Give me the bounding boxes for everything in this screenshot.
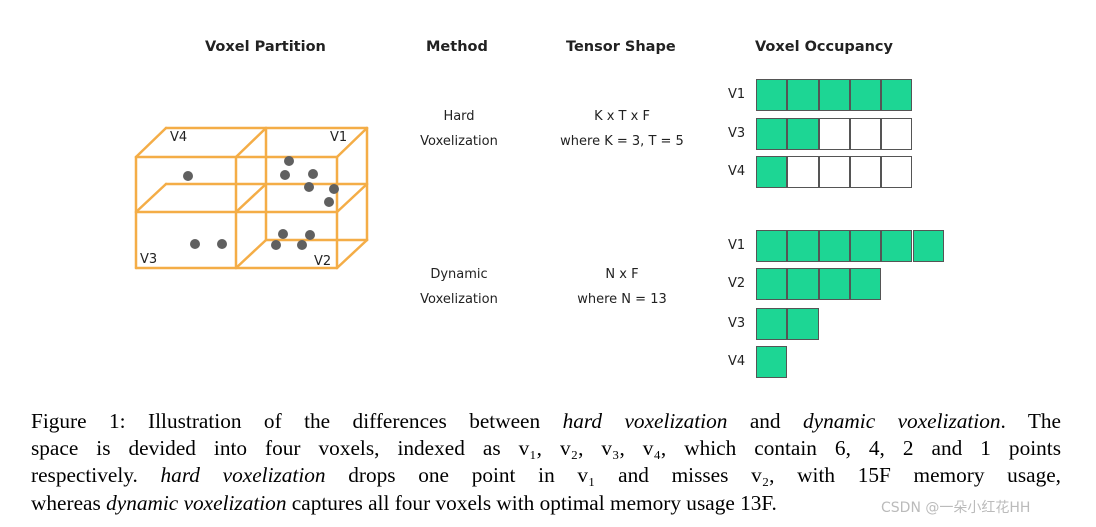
point-dot — [324, 197, 334, 207]
dynamic-cell-filled — [756, 230, 788, 262]
point-dot — [308, 169, 318, 179]
point-dot — [329, 184, 339, 194]
dynamic-cell-filled — [787, 230, 819, 262]
dynamic-shape-label: N x F where N = 13 — [552, 262, 692, 312]
figure-caption: Figure 1: Illustration of the difference… — [31, 408, 1061, 517]
cube-edge — [134, 182, 168, 214]
caption-line-4: whereas dynamic voxelization captures al… — [31, 490, 777, 515]
cube-label-v1: V1 — [330, 130, 348, 145]
caption-line-2: space is devided into four voxels, index… — [31, 436, 1061, 461]
dynamic-cell-filled — [756, 268, 788, 300]
header-voxel-occupancy: Voxel Occupancy — [755, 39, 893, 55]
dynamic-method-line2: Voxelization — [420, 292, 498, 307]
cube-edge — [134, 126, 168, 159]
voxel-cube-edges — [134, 126, 369, 270]
caption-line-1: Figure 1: Illustration of the difference… — [31, 409, 1061, 433]
hard-shape-label: K x T x F where K = 3, T = 5 — [552, 104, 692, 154]
hard-cell-filled — [756, 118, 788, 150]
dynamic-row-label: V3 — [728, 316, 746, 331]
dynamic-cell-filled — [849, 230, 882, 262]
dynamic-shape-line2: where N = 13 — [577, 292, 667, 307]
dynamic-cell-filled — [912, 230, 944, 262]
caption-line-3: respectively. hard voxelization drops on… — [31, 463, 1061, 488]
hard-cell-empty — [787, 156, 819, 188]
hard-cell-empty — [849, 156, 882, 188]
hard-method-label: Hard Voxelization — [410, 104, 508, 154]
hard-row-label: V1 — [728, 87, 746, 102]
dynamic-cell-filled — [818, 230, 850, 262]
hard-method-line1: Hard — [443, 109, 475, 124]
point-dot — [271, 240, 281, 250]
hard-cell-empty — [881, 156, 913, 188]
hard-cell-filled — [849, 79, 882, 111]
hard-cell-filled — [787, 79, 819, 111]
header-tensor-shape: Tensor Shape — [566, 39, 676, 55]
hard-cell-filled — [756, 79, 788, 111]
cube-edge — [335, 182, 369, 214]
point-dot — [217, 239, 227, 249]
dynamic-cell-filled — [818, 268, 850, 300]
dynamic-cell-filled — [756, 346, 788, 378]
hard-cell-filled — [818, 79, 850, 111]
dynamic-row-label: V1 — [728, 238, 746, 253]
dynamic-cell-filled — [787, 268, 819, 300]
hard-shape-line2: where K = 3, T = 5 — [560, 134, 684, 149]
cube-label-v2: V2 — [314, 254, 332, 269]
hard-shape-line1: K x T x F — [594, 109, 650, 124]
cube-label-v4: V4 — [170, 130, 188, 145]
hard-cell-filled — [787, 118, 819, 150]
hard-cell-filled — [881, 79, 913, 111]
point-dot — [280, 170, 290, 180]
hard-method-line2: Voxelization — [420, 134, 498, 149]
cube-edge — [234, 126, 268, 159]
cube-edge — [234, 182, 268, 214]
cube-edge — [335, 126, 369, 159]
dynamic-row-label: V2 — [728, 276, 746, 291]
point-dot — [278, 229, 288, 239]
point-dot — [183, 171, 193, 181]
header-method: Method — [426, 39, 488, 55]
dynamic-shape-line1: N x F — [605, 267, 639, 282]
cube-label-v3: V3 — [140, 252, 158, 267]
dynamic-row-label: V4 — [728, 354, 746, 369]
point-dot — [297, 240, 307, 250]
hard-cell-empty — [881, 118, 913, 150]
hard-row-label: V3 — [728, 126, 746, 141]
header-voxel-partition: Voxel Partition — [205, 39, 326, 55]
voxel-cube-diagram — [134, 126, 369, 270]
point-dot — [284, 156, 294, 166]
dynamic-method-label: Dynamic Voxelization — [410, 262, 508, 312]
hard-cell-empty — [849, 118, 882, 150]
point-dot — [190, 239, 200, 249]
cube-edge — [234, 238, 268, 270]
dynamic-cell-filled — [787, 308, 819, 340]
csdn-watermark: CSDN @一朵小红花HH — [881, 500, 1031, 516]
dynamic-cell-filled — [849, 268, 882, 300]
voxel-points — [183, 156, 339, 250]
dynamic-cell-filled — [881, 230, 913, 262]
hard-cell-filled — [756, 156, 788, 188]
point-dot — [304, 182, 314, 192]
hard-cell-empty — [818, 118, 850, 150]
cube-edge — [335, 238, 369, 270]
dynamic-cell-filled — [756, 308, 788, 340]
hard-cell-empty — [818, 156, 850, 188]
point-dot — [305, 230, 315, 240]
hard-row-label: V4 — [728, 164, 746, 179]
dynamic-method-line1: Dynamic — [430, 267, 488, 282]
